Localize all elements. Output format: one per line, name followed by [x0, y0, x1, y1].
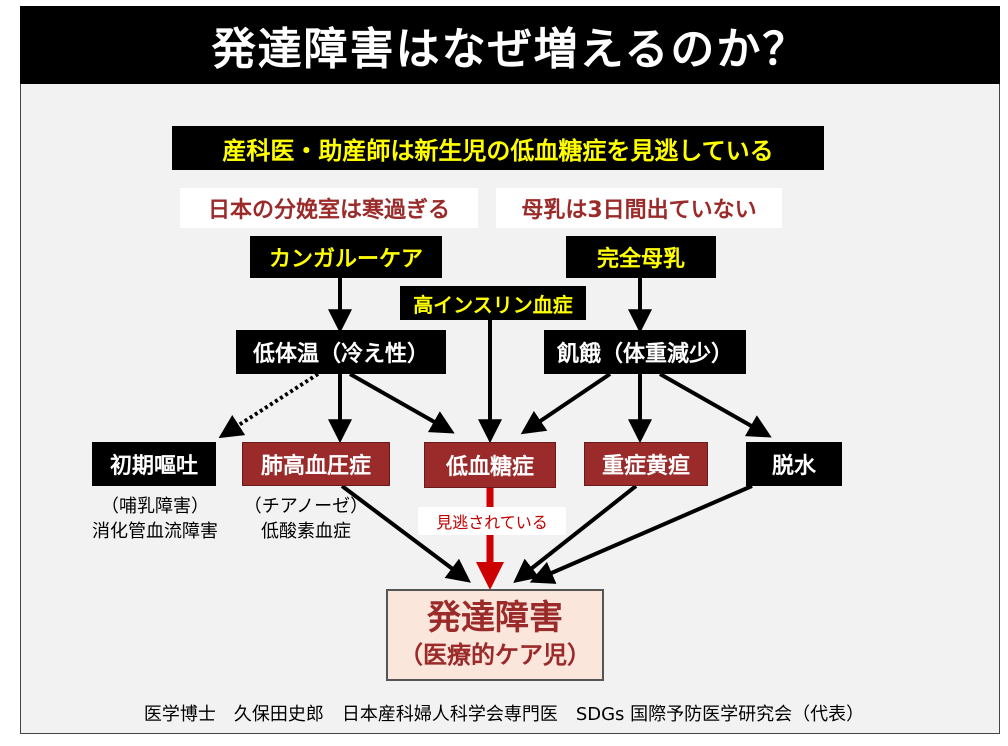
- headline-text: 産科医・助産師は新生児の低血糖症を見逃している: [222, 136, 774, 165]
- arrow-starvation-to-hypoglycemia: [520, 372, 612, 435]
- result-sub: （医療的ケア児）: [399, 641, 591, 669]
- page-title: 発達障害はなぜ増えるのか？: [20, 6, 1000, 84]
- node-pulmonary-hypertension-text: 肺高血圧症: [260, 454, 371, 479]
- arrow-starvation-to-dehydration: [659, 372, 772, 438]
- practice-exclusive-breastfeeding: 完全母乳: [566, 236, 716, 278]
- missed-label: 見逃されている: [418, 507, 566, 535]
- node-pulmonary-hypertension: 肺高血圧症: [242, 442, 390, 486]
- result-box: 発達障害 （医療的ケア児）: [386, 589, 604, 681]
- node-starvation: 飢餓（体重減少）: [544, 330, 746, 374]
- node-severe-jaundice: 重症黄疸: [584, 442, 708, 486]
- node-hyperinsulinemia: 高インスリン血症: [400, 286, 586, 320]
- practice-exclusive-breastfeeding-text: 完全母乳: [596, 247, 685, 272]
- arrow-hypothermia-to-vomiting: [218, 372, 320, 439]
- note-pulmonary: （チアノーゼ） 低酸素血症: [232, 494, 380, 544]
- node-dehydration-text: 脱水: [771, 454, 816, 479]
- node-hyperinsulinemia-text: 高インスリン血症: [413, 292, 573, 317]
- note-pulmonary-line1: （チアノーゼ）: [243, 496, 369, 517]
- cause-cold-room: 日本の分娩室は寒過ぎる: [180, 188, 478, 228]
- node-hypoglycemia: 低血糖症: [424, 442, 556, 488]
- node-hypothermia-text: 低体温（冷え性）: [252, 342, 429, 367]
- footer-credit: 医学博士 久保田史郎 日本産科婦人科学会専門医 SDGs 国際予防医学研究会（代…: [143, 704, 865, 725]
- cause-cold-room-text: 日本の分娩室は寒過ぎる: [207, 198, 450, 223]
- node-hypoglycemia-text: 低血糖症: [445, 455, 534, 480]
- note-vomiting: （哺乳障害） 消化管血流障害: [74, 494, 236, 544]
- cause-no-milk: 母乳は3日間出ていない: [496, 188, 782, 228]
- arrow-jaundice-to-result: [513, 484, 638, 583]
- arrow-pulmonary-to-result: [340, 484, 471, 583]
- headline-box: 産科医・助産師は新生児の低血糖症を見逃している: [172, 126, 824, 170]
- practice-kangaroo-care-text: カンガルーケア: [268, 247, 423, 272]
- node-early-vomiting: 初期嘔吐: [92, 442, 216, 486]
- arrow-hypothermia-to-hypoglycemia: [349, 372, 455, 434]
- node-hypothermia: 低体温（冷え性）: [236, 330, 446, 374]
- cause-no-milk-text: 母乳は3日間出ていない: [521, 198, 757, 223]
- node-dehydration: 脱水: [746, 442, 842, 486]
- node-early-vomiting-text: 初期嘔吐: [109, 454, 198, 479]
- note-pulmonary-line2: 低酸素血症: [261, 521, 351, 542]
- arrow-dehydration-to-result: [529, 484, 753, 584]
- note-vomiting-line2: 消化管血流障害: [92, 521, 218, 542]
- node-severe-jaundice-text: 重症黄疸: [601, 454, 690, 479]
- note-vomiting-line1: （哺乳障害）: [101, 496, 209, 517]
- node-starvation-text: 飢餓（体重減少）: [556, 342, 733, 367]
- practice-kangaroo-care: カンガルーケア: [250, 236, 442, 278]
- result-main: 発達障害: [427, 598, 563, 638]
